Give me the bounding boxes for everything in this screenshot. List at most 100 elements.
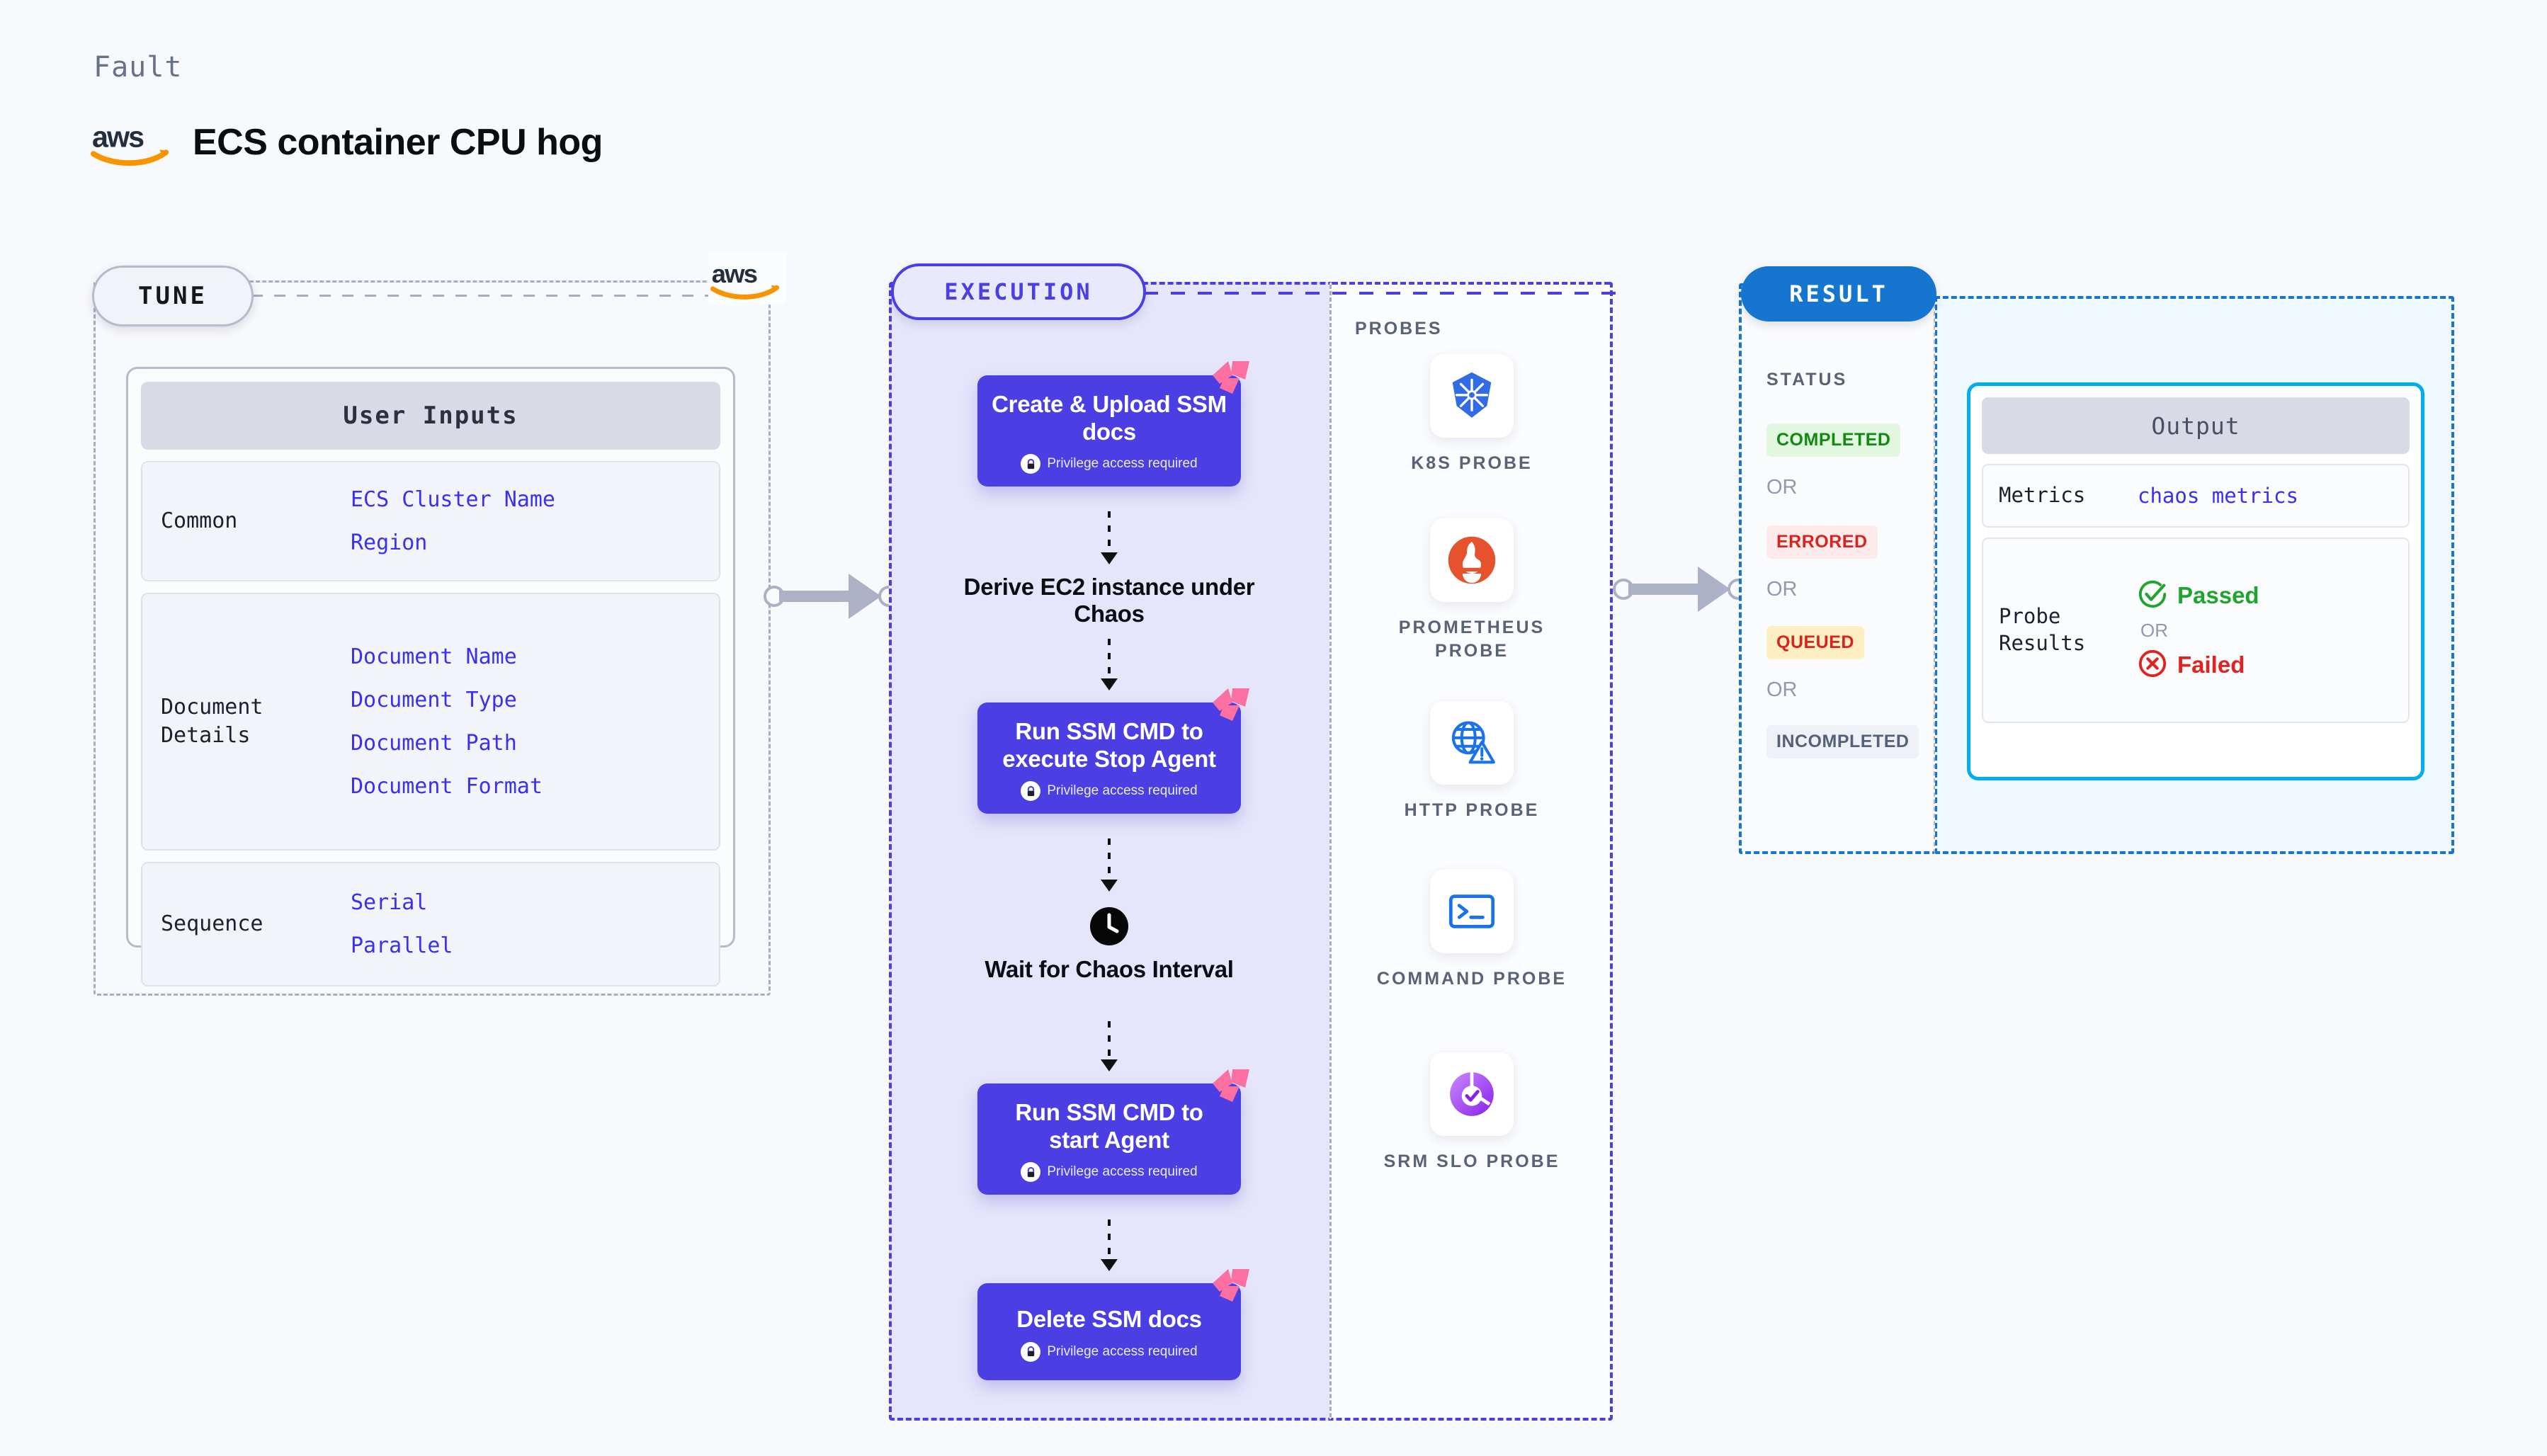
input-group-document-details: Document Details Document Name Document … bbox=[141, 593, 720, 851]
status-section-title: STATUS bbox=[1766, 370, 1848, 389]
probe-k8s[interactable]: K8S PROBE bbox=[1374, 354, 1570, 475]
connector-arrowhead bbox=[1698, 567, 1730, 612]
tune-pill[interactable]: TUNE bbox=[92, 266, 254, 326]
input-group-values: Document Name Document Type Document Pat… bbox=[351, 644, 543, 799]
privilege-note-text: Privilege access required bbox=[1047, 456, 1198, 472]
probe-http[interactable]: HTTP PROBE bbox=[1374, 701, 1570, 822]
probe-result-failed-label: Failed bbox=[2177, 652, 2245, 678]
input-group-sequence: Sequence Serial Parallel bbox=[141, 862, 720, 986]
result-pill[interactable]: RESULT bbox=[1741, 266, 1936, 322]
flow-node-create-upload-ssm-docs[interactable]: Create & Upload SSM docs Privilege acces… bbox=[977, 361, 1249, 487]
input-value[interactable]: Parallel bbox=[351, 933, 453, 958]
probe-result-passed-label: Passed bbox=[2177, 582, 2259, 608]
litmus-mark-icon bbox=[1211, 687, 1251, 724]
flow-connector bbox=[1108, 639, 1111, 681]
prometheus-icon bbox=[1430, 518, 1514, 602]
status-or-label: OR bbox=[1766, 578, 1798, 601]
flow-connector bbox=[1108, 511, 1111, 555]
litmus-mark-icon bbox=[1211, 1268, 1251, 1304]
input-group-label: Common bbox=[161, 508, 238, 533]
execution-pill[interactable]: EXECUTION bbox=[891, 263, 1146, 320]
input-group-values: ECS Cluster Name Region bbox=[351, 487, 555, 555]
input-value[interactable]: ECS Cluster Name bbox=[351, 487, 555, 512]
lock-icon bbox=[1021, 1162, 1041, 1183]
status-or-label: OR bbox=[1766, 476, 1798, 499]
tune-panel-top-dash bbox=[251, 295, 747, 297]
input-value[interactable]: Region bbox=[351, 530, 428, 555]
input-value[interactable]: Document Format bbox=[351, 774, 543, 799]
flow-node-title: Delete SSM docs bbox=[1016, 1306, 1202, 1332]
user-inputs-card: User Inputs Common ECS Cluster Name Regi… bbox=[126, 367, 735, 986]
result-status-panel bbox=[1739, 283, 1935, 854]
flow-node-title: Derive EC2 instance under Chaos bbox=[963, 574, 1255, 627]
kubernetes-icon bbox=[1430, 354, 1514, 438]
flow-arrowhead bbox=[1101, 1259, 1118, 1271]
privilege-note: Privilege access required bbox=[987, 781, 1231, 802]
probe-command[interactable]: COMMAND PROBE bbox=[1374, 870, 1570, 991]
output-metrics-value[interactable]: chaos metrics bbox=[2138, 484, 2298, 508]
flow-arrowhead bbox=[1101, 678, 1118, 690]
http-globe-icon bbox=[1430, 701, 1514, 785]
connector-arrowhead bbox=[849, 574, 881, 619]
probe-result-failed: Failed bbox=[2138, 649, 2259, 682]
input-value[interactable]: Document Path bbox=[351, 731, 517, 756]
flow-node-title: Wait for Chaos Interval bbox=[985, 956, 1234, 982]
probes-panel bbox=[1329, 282, 1613, 1421]
probe-label: HTTP PROBE bbox=[1404, 800, 1540, 820]
probe-result-or-label: OR bbox=[2140, 619, 2168, 641]
output-metrics-label: Metrics bbox=[1999, 483, 2086, 508]
privilege-note: Privilege access required bbox=[987, 454, 1231, 474]
flow-node-delete-ssm-docs[interactable]: Delete SSM docs Privilege access require… bbox=[977, 1269, 1249, 1380]
privilege-note: Privilege access required bbox=[987, 1162, 1231, 1183]
status-or-label: OR bbox=[1766, 678, 1798, 701]
lock-icon bbox=[1021, 454, 1041, 474]
probe-result-options: Passed OR Failed bbox=[2138, 579, 2259, 682]
input-value[interactable]: Serial bbox=[351, 890, 428, 915]
status-badge-incompleted: INCOMPLETED bbox=[1766, 725, 1919, 758]
connector-execution-to-result bbox=[1613, 567, 1752, 612]
probe-label: K8S PROBE bbox=[1411, 453, 1533, 473]
output-row-metrics: Metrics chaos metrics bbox=[1982, 464, 2410, 528]
input-group-values: Serial Parallel bbox=[351, 890, 453, 958]
input-value[interactable]: Document Name bbox=[351, 644, 517, 669]
privilege-note-text: Privilege access required bbox=[1047, 783, 1198, 799]
probe-srm-slo[interactable]: SRM SLO PROBE bbox=[1374, 1052, 1570, 1173]
output-title: Output bbox=[1982, 397, 2410, 454]
flow-node-title: Create & Upload SSM docs bbox=[992, 391, 1227, 445]
litmus-mark-icon bbox=[1211, 1068, 1251, 1105]
lock-icon bbox=[1021, 781, 1041, 802]
privilege-note-text: Privilege access required bbox=[1047, 1164, 1198, 1180]
flow-arrowhead bbox=[1101, 552, 1118, 564]
flow-arrowhead bbox=[1101, 880, 1118, 892]
privilege-note: Privilege access required bbox=[987, 1341, 1231, 1362]
probe-label: PROMETHEUS PROBE bbox=[1398, 618, 1545, 661]
terminal-icon bbox=[1430, 870, 1514, 953]
page-title: aws ECS container CPU hog bbox=[91, 119, 603, 166]
output-probe-results-label: Probe Results bbox=[1999, 604, 2086, 655]
probe-label: SRM SLO PROBE bbox=[1383, 1151, 1560, 1171]
aws-logo-icon: aws bbox=[91, 119, 174, 166]
flow-node-run-ssm-stop-agent[interactable]: Run SSM CMD to execute Stop Agent Privil… bbox=[977, 688, 1249, 814]
flow-connector bbox=[1108, 1021, 1111, 1062]
status-badge-queued: QUEUED bbox=[1766, 626, 1864, 659]
connector-bar bbox=[779, 591, 856, 602]
connector-bar bbox=[1628, 584, 1705, 595]
output-row-probe-results: Probe Results Passed OR bbox=[1982, 538, 2410, 723]
flow-connector bbox=[1108, 838, 1111, 882]
svg-text:aws: aws bbox=[712, 259, 757, 288]
check-circle-icon bbox=[2138, 579, 2167, 613]
connector-tune-to-execution bbox=[764, 574, 902, 619]
litmus-mark-icon bbox=[1211, 360, 1251, 397]
user-inputs-title: User Inputs bbox=[141, 382, 720, 450]
output-card: Output Metrics chaos metrics Probe Resul… bbox=[1967, 382, 2424, 780]
input-group-common: Common ECS Cluster Name Region bbox=[141, 461, 720, 581]
probe-result-passed: Passed bbox=[2138, 579, 2259, 613]
status-badge-completed: COMPLETED bbox=[1766, 423, 1901, 457]
fault-label: Fault bbox=[93, 51, 183, 84]
flow-node-run-ssm-start-agent[interactable]: Run SSM CMD to start Agent Privilege acc… bbox=[977, 1069, 1249, 1195]
probe-prometheus[interactable]: PROMETHEUS PROBE bbox=[1374, 518, 1570, 662]
flow-node-wait-for-chaos-interval: Wait for Chaos Interval bbox=[960, 956, 1258, 983]
tune-panel bbox=[93, 280, 771, 996]
input-value[interactable]: Document Type bbox=[351, 688, 517, 712]
